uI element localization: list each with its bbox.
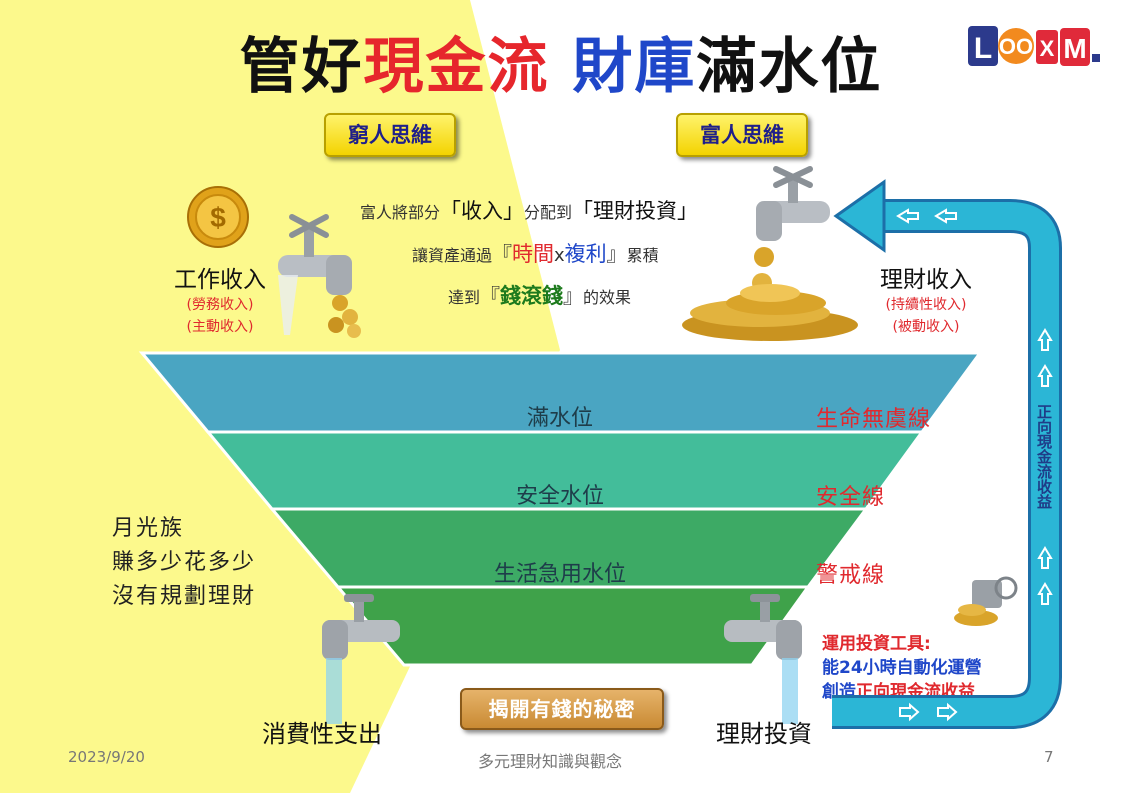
invest-label: 理財投資 — [716, 720, 812, 748]
poor-mindset-badge: 窮人思維 — [324, 113, 456, 157]
level-3-line: 警戒線 — [816, 563, 886, 588]
title-part-1: 管好 — [239, 32, 364, 102]
arrow-label: 正向現金流收益 — [1035, 404, 1053, 509]
level-3-label: 生活急用水位 — [493, 562, 626, 587]
explain-text: 』 — [563, 284, 584, 308]
rich-mindset-badge: 富人思維 — [676, 113, 808, 157]
explain-text: 『 — [480, 284, 501, 308]
explain-text: 的效果 — [583, 288, 632, 307]
logo: L OO X M — [966, 20, 1102, 76]
money-machine-icon — [954, 576, 1018, 626]
page-title: 管好現金流 財庫滿水位 — [0, 18, 1122, 105]
tool-text-line-2: 能24小時自動化運營 — [822, 658, 982, 678]
secret-badge: 揭開有錢的秘密 — [460, 688, 664, 730]
explain-line-1: 富人將部分「收入」分配到「理財投資」 — [360, 195, 698, 225]
invest-income-title: 理財收入 — [880, 267, 972, 293]
faucet-with-coins-icon — [278, 214, 361, 338]
title-part-4: 滿水位 — [696, 32, 883, 102]
explain-line-3: 達到『錢滾錢』的效果 — [448, 280, 631, 310]
explain-line-2: 讓資產通過『時間x複利』累積 — [412, 238, 659, 268]
explain-text: 』 — [606, 242, 627, 266]
dollar-coin-icon: $ — [187, 186, 249, 248]
work-income-title: 工作收入 — [174, 267, 266, 293]
svg-text:$: $ — [210, 202, 226, 233]
svg-text:L: L — [974, 32, 992, 65]
explain-text: 達到 — [448, 288, 481, 307]
explain-text: 『 — [492, 242, 513, 266]
svg-text:M: M — [1063, 33, 1086, 64]
spend-faucet-icon — [322, 594, 400, 724]
level-1-label: 滿水位 — [526, 406, 593, 431]
svg-text:X: X — [1040, 36, 1055, 61]
left-note: 沒有規劃理財 — [112, 584, 257, 609]
spend-label: 消費性支出 — [262, 720, 382, 748]
footer-date: 2023/9/20 — [68, 748, 145, 766]
invest-faucet-icon — [724, 594, 802, 724]
work-income-sub2: (主動收入) — [186, 319, 254, 335]
faucet-coin-pile-icon — [682, 166, 858, 341]
explain-text: 時間 — [512, 242, 555, 266]
invest-income-sub2: (被動收入) — [892, 319, 960, 335]
explain-text: 累積 — [626, 246, 659, 265]
title-part-2: 現金流 — [363, 32, 550, 102]
left-notes: 月光族 賺多少花多少 沒有規劃理財 — [112, 512, 256, 614]
explain-text: 「理財投資」 — [572, 199, 699, 223]
svg-text:OO: OO — [999, 34, 1033, 59]
level-2-label: 安全水位 — [515, 484, 604, 509]
title-part-3: 財庫 — [549, 32, 697, 102]
explain-text: x — [554, 245, 565, 266]
logo-icon: L OO X M — [968, 26, 1100, 66]
left-note: 賺多少花多少 — [112, 550, 257, 575]
explain-text: 「收入」 — [440, 199, 525, 223]
footer-center: 多元理財知識與觀念 — [478, 752, 623, 771]
work-income-sub1: (勞務收入) — [186, 297, 254, 313]
left-note: 月光族 — [112, 516, 185, 541]
explain-text: 讓資產通過 — [412, 246, 493, 265]
explain-text: 錢滾錢 — [500, 284, 564, 308]
tool-text-line-1: 運用投資工具: — [822, 634, 931, 654]
footer-page: 7 — [1044, 748, 1054, 766]
explain-text: 分配到 — [524, 203, 573, 222]
level-2-line: 安全線 — [816, 485, 886, 510]
explain-text: 複利 — [564, 242, 607, 266]
explain-text: 富人將部分 — [360, 203, 441, 222]
level-1-line: 生命無虞線 — [816, 407, 932, 432]
invest-income-sub1: (持續性收入) — [885, 297, 967, 313]
